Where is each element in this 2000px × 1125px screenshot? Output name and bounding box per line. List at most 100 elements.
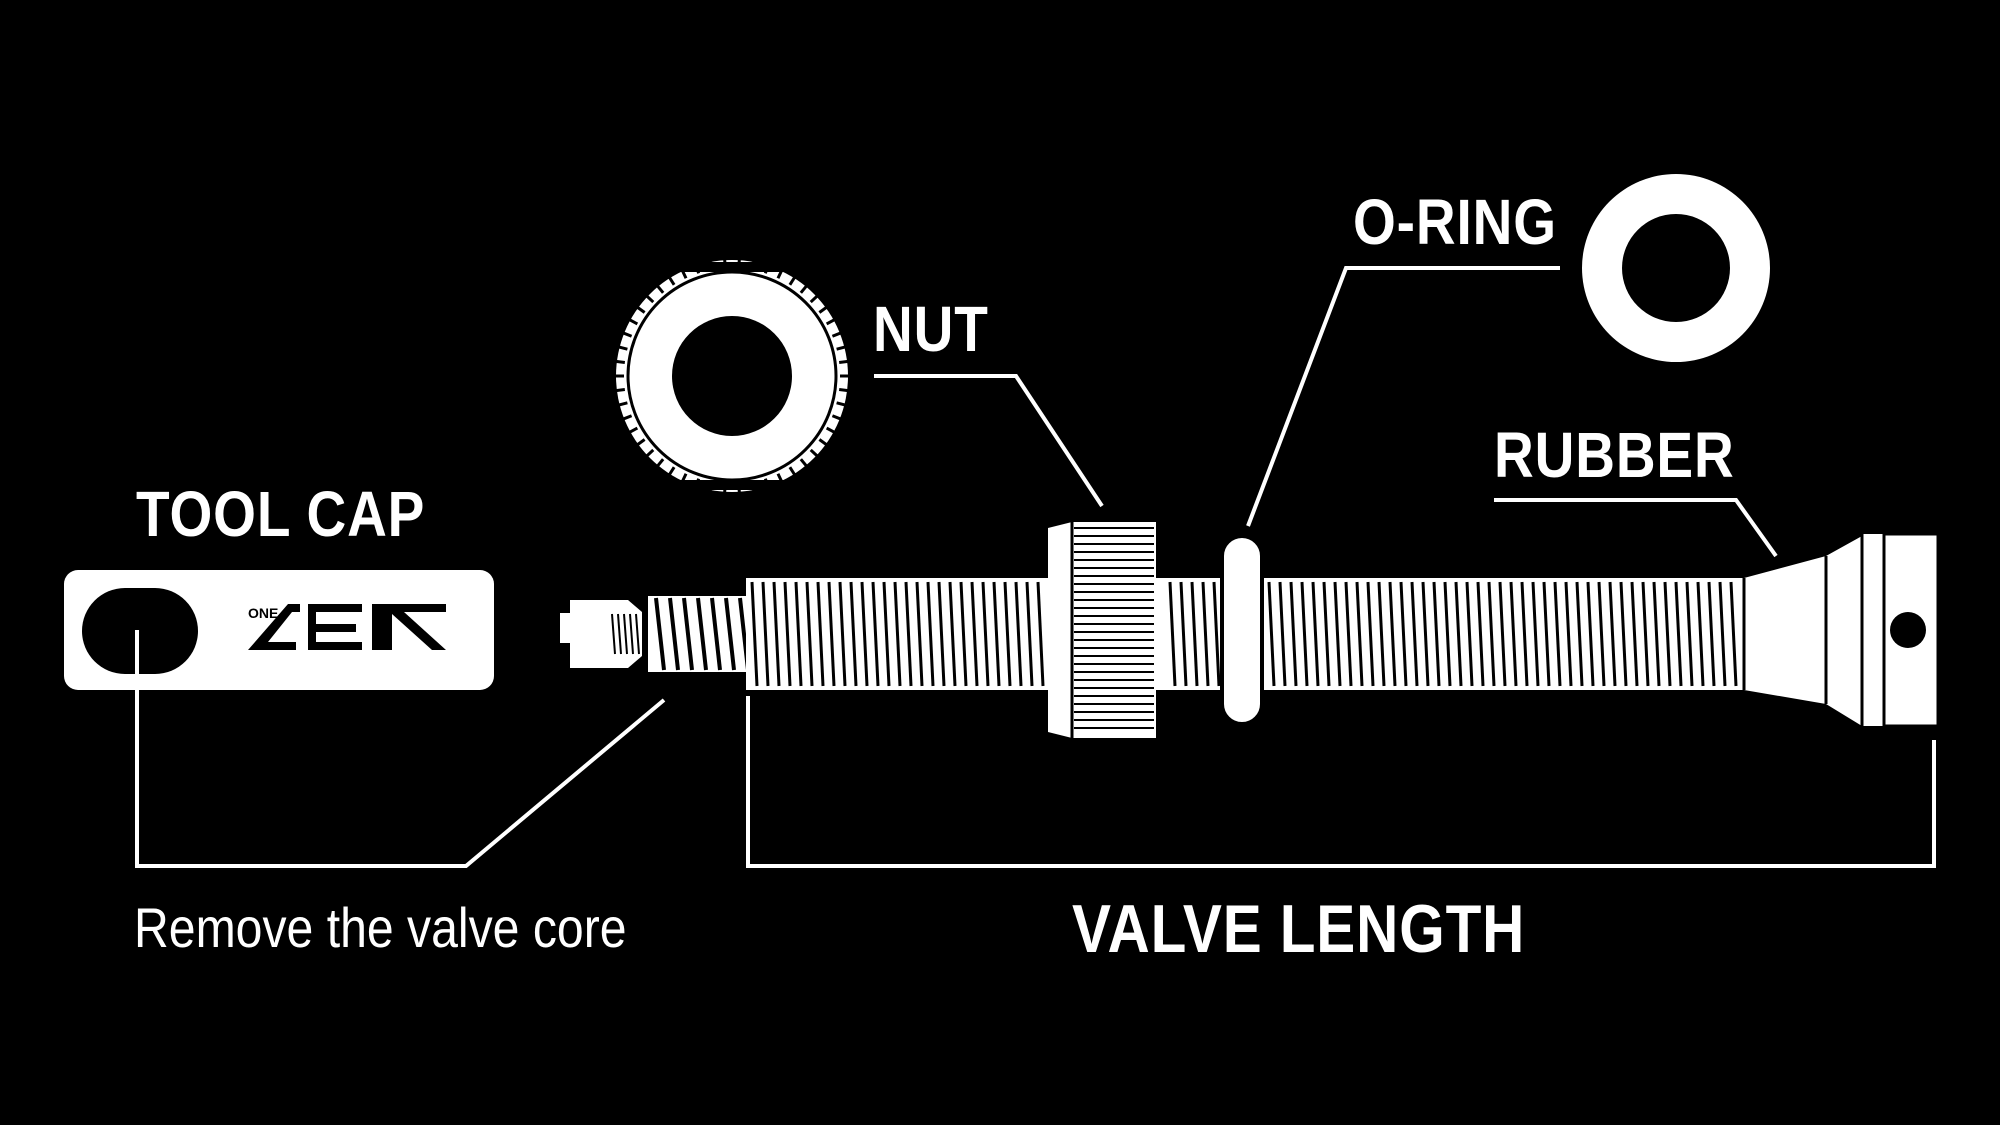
thread-line: [1674, 581, 1683, 687]
thread-line: [1410, 581, 1419, 687]
thread-line: [772, 581, 781, 687]
thread-line: [627, 426, 639, 435]
thread-line: [1168, 581, 1177, 687]
thread-line: [904, 581, 913, 687]
thread-line: [1465, 581, 1474, 687]
nut-side: [1048, 522, 1156, 738]
thread-line: [1025, 581, 1034, 687]
thread-line: [783, 581, 792, 687]
thread-line: [1575, 581, 1584, 687]
thread-line: [794, 581, 803, 687]
thread-line: [635, 613, 640, 655]
remove-core-note: Remove the valve core: [134, 896, 627, 959]
thread-line: [1509, 581, 1518, 687]
thread-line: [1366, 581, 1375, 687]
thread-line: [831, 414, 843, 421]
thread-line: [621, 414, 633, 421]
thread-line: [893, 581, 902, 687]
valve-length-label: VALVE LENGTH: [1072, 891, 1526, 967]
thread-line: [1179, 581, 1188, 687]
thread-line: [836, 401, 847, 407]
thread-line: [1553, 581, 1562, 687]
o-ring-leader: [1246, 266, 1560, 527]
thread-line: [1388, 581, 1397, 687]
thread-line: [1201, 581, 1210, 687]
thread-line: [1355, 581, 1364, 687]
thread-line: [617, 613, 622, 655]
thread-line: [724, 597, 736, 671]
thread-line: [1685, 581, 1694, 687]
thread-line: [788, 466, 797, 477]
thread-line: [926, 581, 935, 687]
thread-line: [1014, 581, 1023, 687]
thread-line: [825, 317, 837, 326]
thread-line: [849, 581, 858, 687]
thread-line: [1597, 581, 1606, 687]
thread-line: [629, 613, 634, 655]
thread-line: [644, 448, 655, 458]
thread-line: [860, 581, 869, 687]
thread-line: [818, 438, 829, 447]
thread-line: [1564, 581, 1573, 687]
thread-line: [1619, 581, 1628, 687]
thread-line: [809, 448, 820, 458]
one-aer-logo: ONE: [248, 604, 446, 650]
thread-line: [1487, 581, 1496, 687]
valve-length-bracket: [746, 696, 1936, 868]
thread-line: [750, 581, 759, 687]
thread-line: [655, 458, 665, 468]
leader-lines: [135, 266, 1936, 868]
thread-line: [635, 305, 646, 314]
o-ring-top-view: [1582, 174, 1770, 362]
thread-line: [1542, 581, 1551, 687]
tool-cap: ONE: [64, 570, 494, 690]
thread-line: [1344, 581, 1353, 687]
thread-line: [838, 359, 850, 364]
thread-line: [635, 438, 646, 447]
thread-line: [1267, 581, 1276, 687]
thread-line: [1432, 581, 1441, 687]
tool-cap-label: TOOL CAP: [136, 478, 426, 550]
thread-line: [937, 581, 946, 687]
thread-line: [992, 581, 1001, 687]
thread-line: [981, 581, 990, 687]
thread-line: [831, 331, 843, 338]
thread-line: [1003, 581, 1012, 687]
thread-line: [1190, 581, 1199, 687]
thread-line: [1278, 581, 1287, 687]
thread-line: [882, 581, 891, 687]
thread-line: [1300, 581, 1309, 687]
thread-line: [1531, 581, 1540, 687]
thread-line: [1454, 581, 1463, 687]
thread-line: [621, 331, 633, 338]
thread-line: [1520, 581, 1529, 687]
svg-text:ONE: ONE: [248, 605, 278, 621]
thread-line: [1630, 581, 1639, 687]
thread-line: [1718, 581, 1727, 687]
thread-line: [1476, 581, 1485, 687]
thread-line: [799, 458, 809, 468]
thread-line: [644, 294, 655, 304]
thread-line: [654, 597, 666, 671]
thread-line: [627, 317, 639, 326]
thread-line: [1399, 581, 1408, 687]
thread-line: [948, 581, 957, 687]
thread-line: [816, 581, 825, 687]
thread-line: [959, 581, 968, 687]
thread-line: [1322, 581, 1331, 687]
thread-line: [1608, 581, 1617, 687]
thread-line: [825, 426, 837, 435]
thread-line: [623, 613, 628, 655]
thread-line: [1212, 581, 1221, 687]
nut-label: NUT: [873, 293, 989, 365]
thread-line: [799, 284, 809, 294]
thread-line: [871, 581, 880, 687]
thread-line: [1421, 581, 1430, 687]
rubber-leader: [1494, 498, 1778, 558]
thread-line: [827, 581, 836, 687]
thread-line: [809, 294, 820, 304]
thread-line: [617, 401, 628, 407]
thread-line: [696, 597, 708, 671]
thread-line: [682, 597, 694, 671]
